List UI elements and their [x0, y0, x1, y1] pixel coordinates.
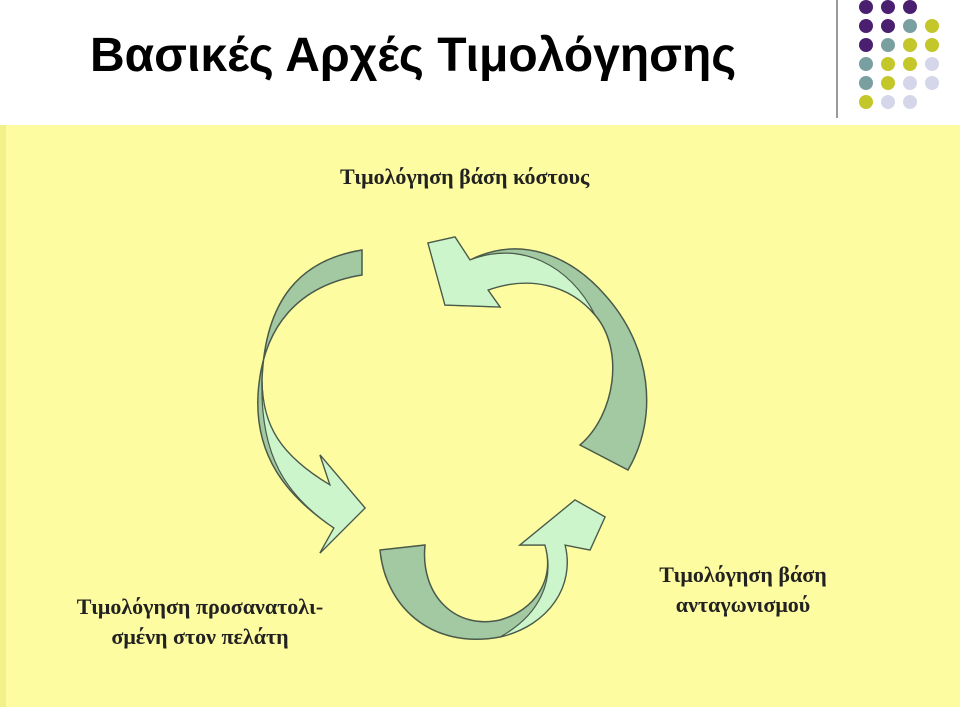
label-customer-line1: Τιμολόγηση προσανατολι-: [76, 594, 324, 619]
decorative-dot: [903, 0, 917, 14]
decorative-dot-grid: [859, 0, 939, 109]
decorative-dot: [859, 0, 873, 14]
slide-title: Βασικές Αρχές Τιμολόγησης: [90, 29, 737, 82]
decorative-dot: [881, 57, 895, 71]
decorative-dot: [881, 76, 895, 90]
decorative-dot: [903, 38, 917, 52]
decorative-dot: [881, 95, 895, 109]
cycle-arrow-top-right: [427, 236, 648, 471]
decorative-dot: [859, 76, 873, 90]
decorative-dot: [925, 38, 939, 52]
decorative-dot: [925, 57, 939, 71]
label-competition-line2: ανταγωνισμού: [675, 592, 811, 617]
label-cost-based-pricing: Τιμολόγηση βάση κόστους: [340, 164, 590, 189]
decorative-dot: [859, 57, 873, 71]
cycle-arrow-left: [257, 249, 367, 554]
cycle-arrow-bottom-inner: [499, 499, 606, 638]
title-divider: [836, 0, 838, 118]
cycle-arrow-bottom: [379, 499, 606, 640]
pricing-cycle-diagram: [257, 236, 648, 640]
decorative-dot: [859, 38, 873, 52]
decorative-dot: [903, 76, 917, 90]
decorative-dot: [881, 38, 895, 52]
diagram-panel: [0, 125, 960, 707]
decorative-dot: [925, 19, 939, 33]
decorative-dot: [859, 95, 873, 109]
decorative-dot: [925, 76, 939, 90]
cycle-arrow-left-inner: [261, 379, 366, 554]
label-competition-line1: Τιμολόγηση βάση: [659, 562, 827, 587]
label-customer-line2: σμένη στον πελάτη: [111, 624, 289, 649]
decorative-dot: [881, 19, 895, 33]
cycle-arrow-top-right-inner: [427, 236, 596, 316]
decorative-dot: [881, 0, 895, 14]
decorative-dot: [859, 19, 873, 33]
decorative-dot: [903, 57, 917, 71]
decorative-dot: [903, 19, 917, 33]
decorative-dot: [903, 95, 917, 109]
label-customer-oriented-pricing: Τιμολόγηση προσανατολι- σμένη στον πελάτ…: [40, 592, 360, 652]
diagram-panel-edge: [0, 125, 6, 707]
label-competition-based-pricing: Τιμολόγηση βάση ανταγωνισμού: [638, 560, 848, 620]
